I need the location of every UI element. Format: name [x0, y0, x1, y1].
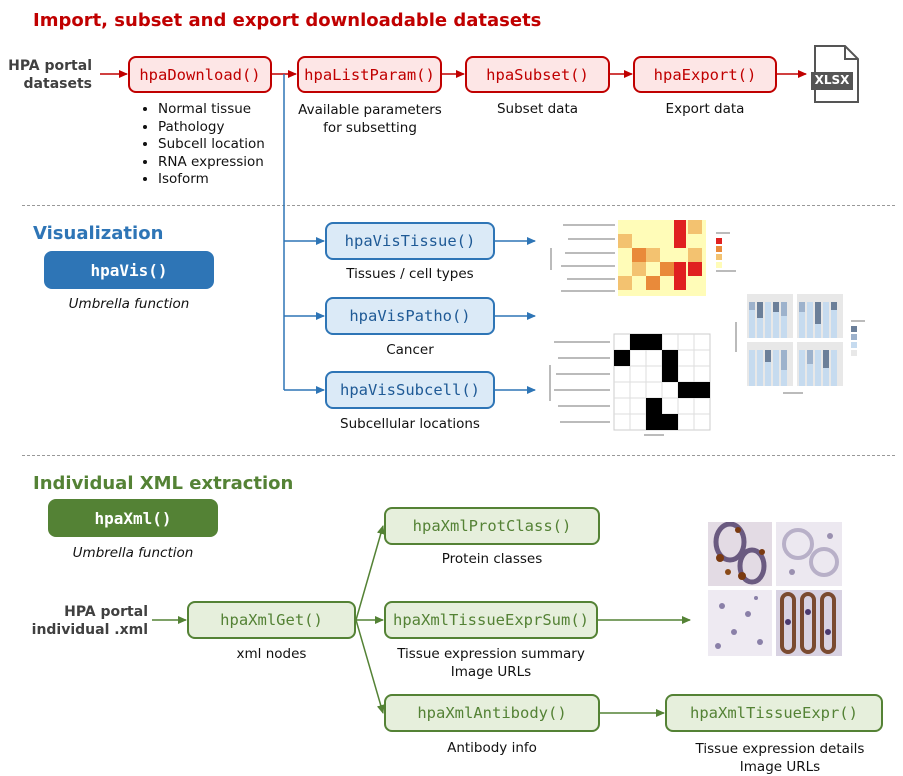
download-dataset-list: Normal tissue Pathology Subcell location… — [140, 101, 265, 189]
hpa-portal-datasets-label: HPA portal datasets — [8, 58, 92, 92]
subset-caption: Subset data — [496, 101, 579, 117]
xml-umbrella-caption: Umbrella function — [72, 545, 194, 561]
xml-arrows — [152, 525, 691, 717]
hpa-export-node[interactable]: hpaExport() — [633, 56, 777, 93]
hpa-xml-tissue-expr-sum-node[interactable]: hpaXmlTissueExprSum() — [384, 601, 598, 639]
vis-umbrella-caption: Umbrella function — [68, 296, 190, 312]
hpa-subset-node[interactable]: hpaSubset() — [465, 56, 610, 93]
subcellular-grid-thumbnail — [548, 330, 718, 440]
hpa-xml-umbrella-node[interactable]: hpaXml() — [48, 499, 218, 537]
hpa-portal-xml-label: HPA portal individual .xml — [31, 604, 148, 638]
list-item: Pathology — [158, 119, 265, 137]
list-item: Subcell location — [158, 136, 265, 154]
import-section-title: Import, subset and export downloadable d… — [33, 10, 542, 31]
list-item: Isoform — [158, 171, 265, 189]
xlsx-label: XLSX — [814, 73, 850, 87]
xlsx-file-icon: XLSX — [811, 45, 861, 103]
hpa-vis-subcell-node[interactable]: hpaVisSubcell() — [325, 371, 495, 409]
visualization-section-title: Visualization — [33, 223, 164, 244]
hpa-vis-tissue-node[interactable]: hpaVisTissue() — [325, 222, 495, 260]
tissue-image-thumbnails — [708, 521, 842, 656]
tissue-heatmap-thumbnail — [548, 218, 753, 298]
list-item: Normal tissue — [158, 101, 265, 119]
tissue-expr-caption: Tissue expression details Image URLs — [695, 741, 865, 775]
subcell-caption: Subcellular locations — [340, 416, 480, 432]
tissue-caption: Tissues / cell types — [346, 266, 474, 282]
antibody-caption: Antibody info — [447, 740, 537, 756]
expr-sum-caption: Tissue expression summary Image URLs — [397, 646, 585, 680]
visualization-arrows — [283, 74, 536, 394]
hpa-xml-antibody-node[interactable]: hpaXmlAntibody() — [384, 694, 600, 732]
hpa-download-node[interactable]: hpaDownload() — [128, 56, 272, 93]
xml-section-title: Individual XML extraction — [33, 473, 294, 494]
section-divider-2 — [22, 455, 895, 456]
patho-caption: Cancer — [386, 342, 434, 358]
pathology-barplot-thumbnail — [733, 292, 893, 400]
hpa-xml-tissue-expr-node[interactable]: hpaXmlTissueExpr() — [665, 694, 883, 732]
hpa-vis-patho-node[interactable]: hpaVisPatho() — [325, 297, 495, 335]
prot-class-caption: Protein classes — [441, 551, 543, 567]
list-item: RNA expression — [158, 154, 265, 172]
xml-get-caption: xml nodes — [236, 646, 307, 662]
export-caption: Export data — [665, 101, 745, 117]
hpa-list-param-node[interactable]: hpaListParam() — [297, 56, 442, 93]
hpa-vis-umbrella-node[interactable]: hpaVis() — [44, 251, 214, 289]
hpa-xml-prot-class-node[interactable]: hpaXmlProtClass() — [384, 507, 600, 545]
list-param-caption: Available parameters for subsetting — [298, 102, 442, 136]
hpa-xml-get-node[interactable]: hpaXmlGet() — [187, 601, 356, 639]
section-divider-1 — [22, 205, 895, 206]
